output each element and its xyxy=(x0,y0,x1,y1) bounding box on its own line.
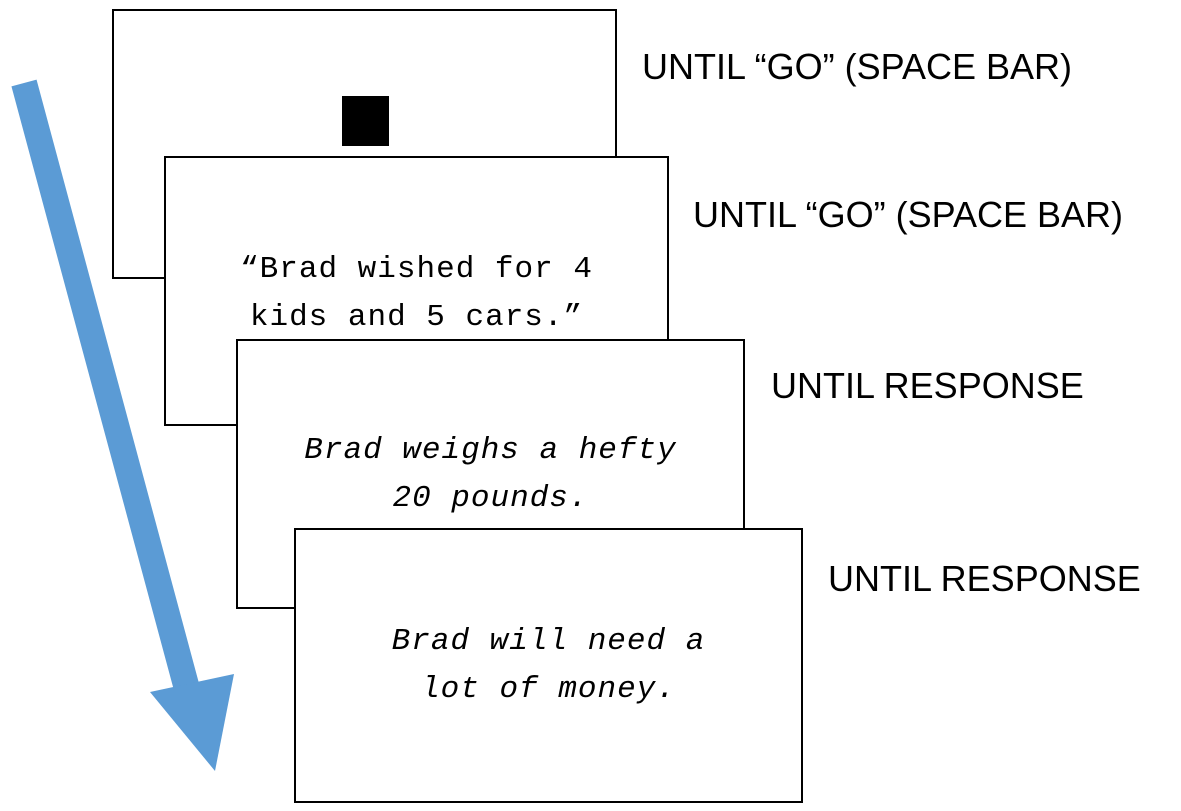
duration-label-fixation: UNTIL “GO” (SPACE BAR) xyxy=(642,46,1073,87)
probe-text: Brad weighs a hefty 20 pounds. xyxy=(304,433,677,516)
duration-label-inference: UNTIL RESPONSE xyxy=(828,558,1141,599)
duration-label-probe: UNTIL RESPONSE xyxy=(771,365,1084,406)
sentence-text: “Brad wished for 4 kids and 5 cars.” xyxy=(240,252,593,335)
time-arrow-head xyxy=(150,674,234,771)
inference-screen: Brad will need a lot of money. xyxy=(294,528,803,803)
time-arrow-shaft xyxy=(11,79,203,704)
inference-text: Brad will need a lot of money. xyxy=(391,624,706,707)
fixation-square xyxy=(342,96,389,146)
duration-label-sentence: UNTIL “GO” (SPACE BAR) xyxy=(693,194,1124,235)
